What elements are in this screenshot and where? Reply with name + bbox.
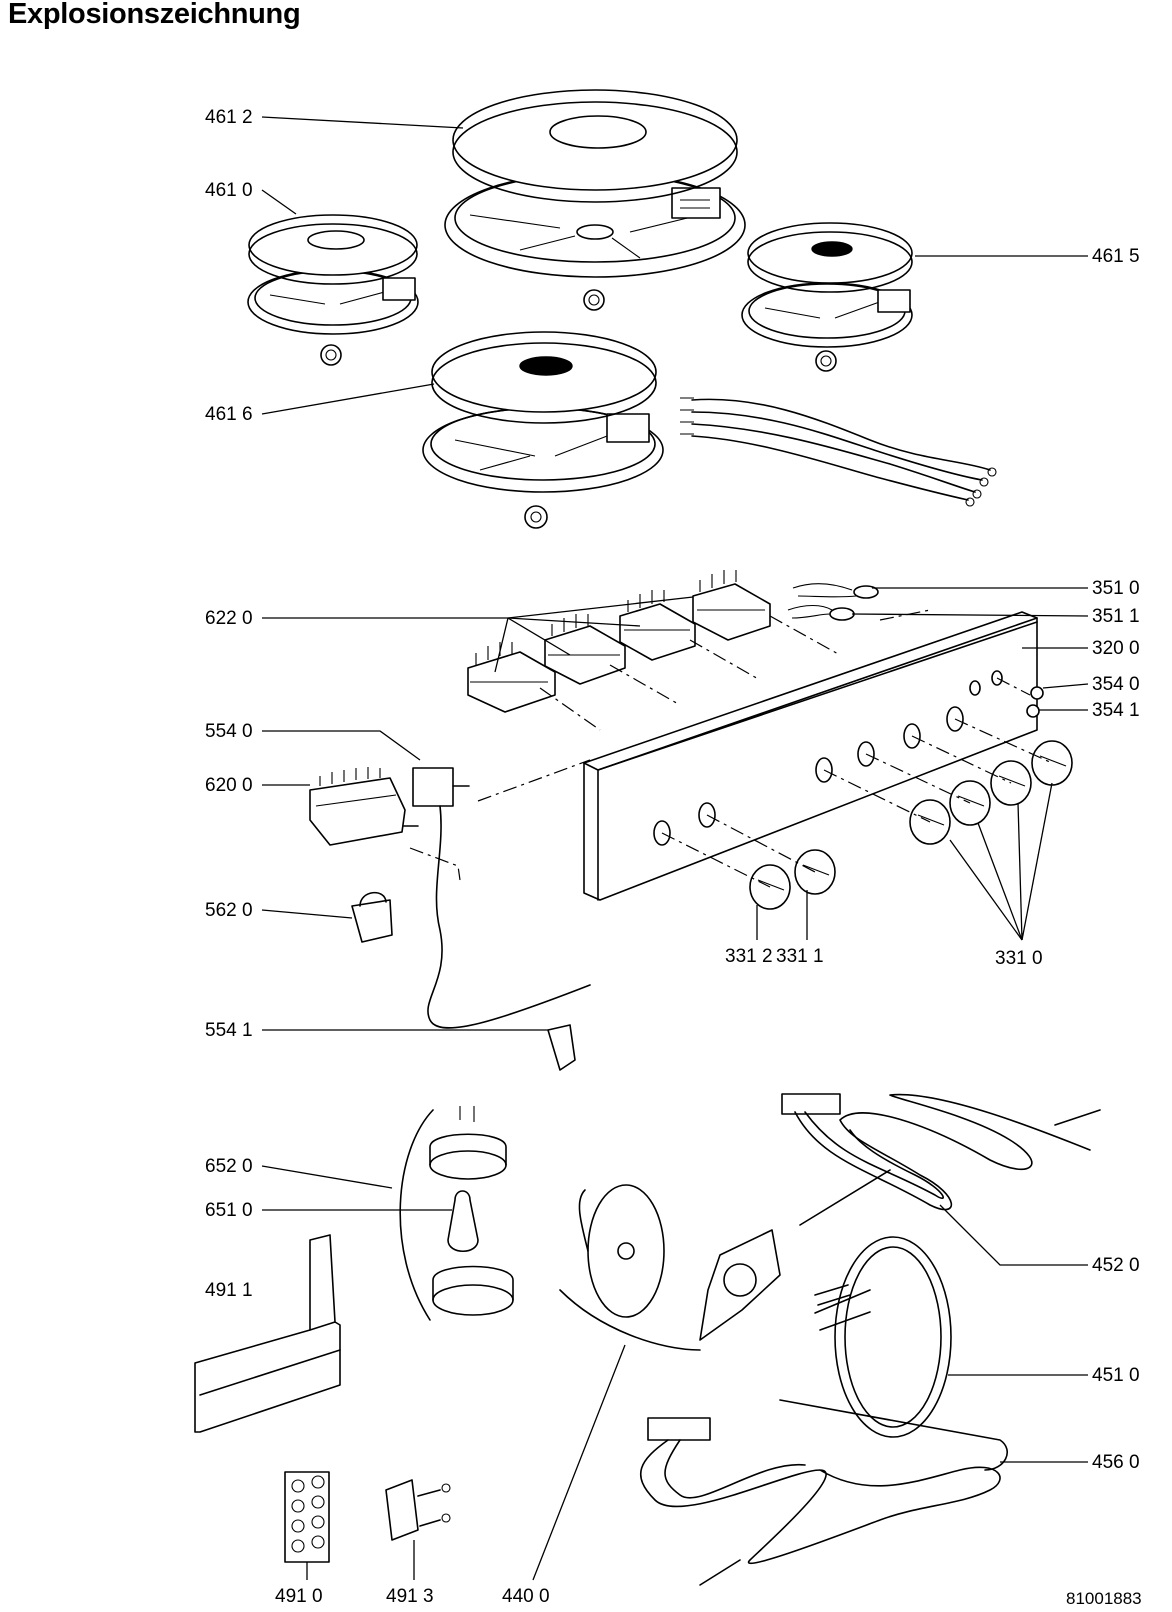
label-440-0: 440 0 bbox=[502, 1586, 550, 1607]
hotplate-small-right bbox=[741, 222, 913, 372]
part-labels: 461 2 461 0 461 5 461 6 351 0 351 1 622 … bbox=[205, 107, 1142, 1608]
grill-heating-element bbox=[781, 1093, 1101, 1226]
label-331-2: 331 2 bbox=[725, 946, 773, 967]
circular-heating-element bbox=[814, 1236, 952, 1438]
control-panel bbox=[583, 611, 1038, 901]
hotplate-small-left bbox=[247, 214, 419, 366]
thermostat bbox=[412, 767, 591, 1071]
label-461-0: 461 0 bbox=[205, 180, 253, 201]
label-331-1: 331 1 bbox=[776, 946, 824, 967]
label-461-5: 461 5 bbox=[1092, 246, 1140, 267]
label-320-0: 320 0 bbox=[1092, 638, 1140, 659]
label-461-2: 461 2 bbox=[205, 107, 253, 128]
connectors bbox=[787, 583, 879, 621]
label-554-0: 554 0 bbox=[205, 721, 253, 742]
terminal-block bbox=[284, 1471, 330, 1563]
oven-lamp bbox=[399, 1106, 514, 1321]
hotplate-large bbox=[444, 89, 746, 311]
label-354-0: 354 0 bbox=[1092, 674, 1140, 695]
label-491-1: 491 1 bbox=[205, 1280, 253, 1301]
mounting-bracket bbox=[194, 1234, 341, 1433]
label-351-0: 351 0 bbox=[1092, 578, 1140, 599]
label-652-0: 652 0 bbox=[205, 1156, 253, 1177]
cable-clamp bbox=[385, 1479, 451, 1541]
label-456-0: 456 0 bbox=[1092, 1452, 1140, 1473]
wiring-harness bbox=[680, 397, 997, 507]
assembly-lines bbox=[409, 609, 1053, 888]
bottom-heating-element bbox=[639, 1399, 1008, 1586]
drawing-number: 81001883 bbox=[1066, 1589, 1142, 1608]
label-622-0: 622 0 bbox=[205, 608, 253, 629]
clip bbox=[351, 891, 393, 943]
label-491-0: 491 0 bbox=[275, 1586, 323, 1607]
label-491-3: 491 3 bbox=[386, 1586, 434, 1607]
page-title: Explosionszeichnung bbox=[8, 0, 301, 30]
label-554-1: 554 1 bbox=[205, 1020, 253, 1041]
label-461-6: 461 6 bbox=[205, 404, 253, 425]
function-switch bbox=[309, 767, 419, 846]
label-451-0: 451 0 bbox=[1092, 1365, 1140, 1386]
label-452-0: 452 0 bbox=[1092, 1255, 1140, 1276]
leader-lines bbox=[261, 116, 1089, 1581]
selector-switches bbox=[467, 570, 771, 713]
label-331-0: 331 0 bbox=[995, 948, 1043, 969]
label-562-0: 562 0 bbox=[205, 900, 253, 921]
label-351-1: 351 1 bbox=[1092, 606, 1140, 627]
label-354-1: 354 1 bbox=[1092, 700, 1140, 721]
hotplate-medium bbox=[422, 331, 664, 529]
fan-motor bbox=[559, 1184, 781, 1351]
label-620-0: 620 0 bbox=[205, 775, 253, 796]
label-651-0: 651 0 bbox=[205, 1200, 253, 1221]
